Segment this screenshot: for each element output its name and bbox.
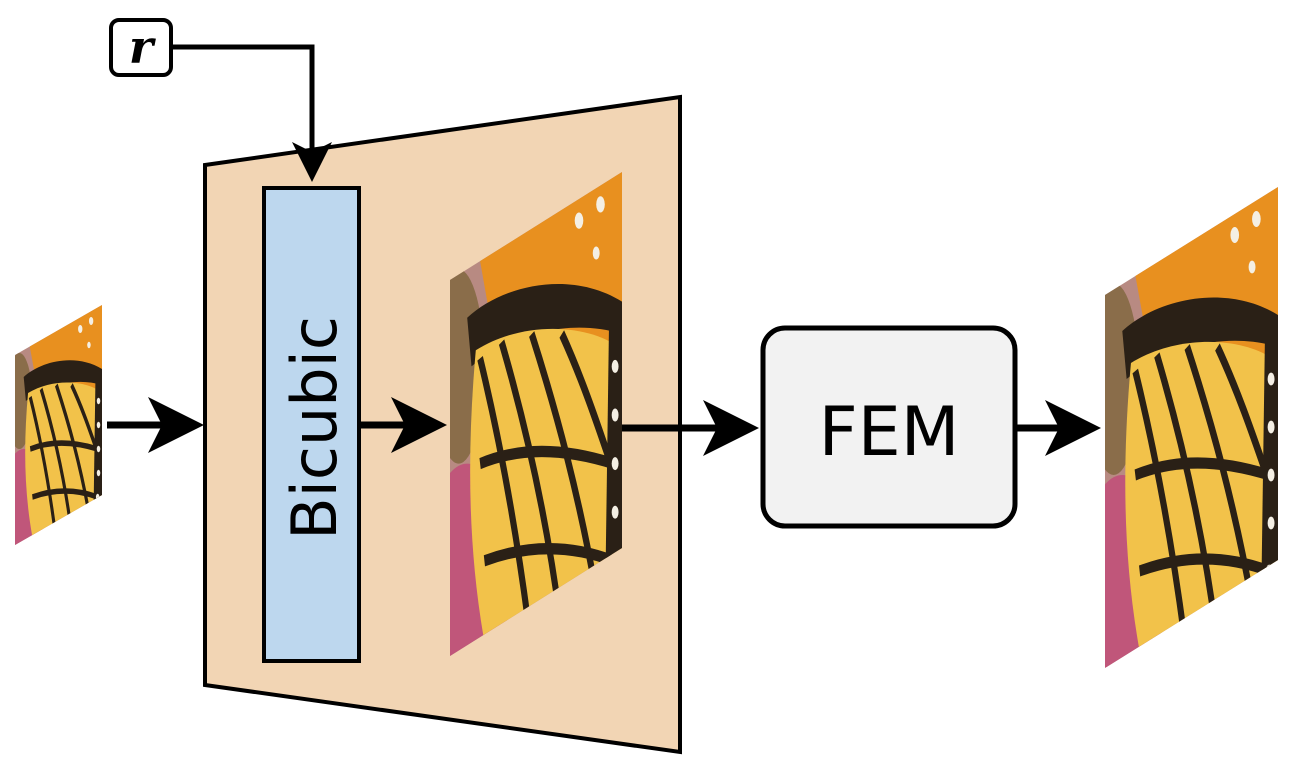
arrow-r-to-bicubic (171, 44, 332, 182)
r-label: r (129, 20, 157, 74)
fem-label: FEM (819, 393, 960, 472)
output-image (1079, 187, 1278, 699)
input-image (2, 305, 102, 561)
bicubic-label: Bicubic (278, 316, 351, 540)
